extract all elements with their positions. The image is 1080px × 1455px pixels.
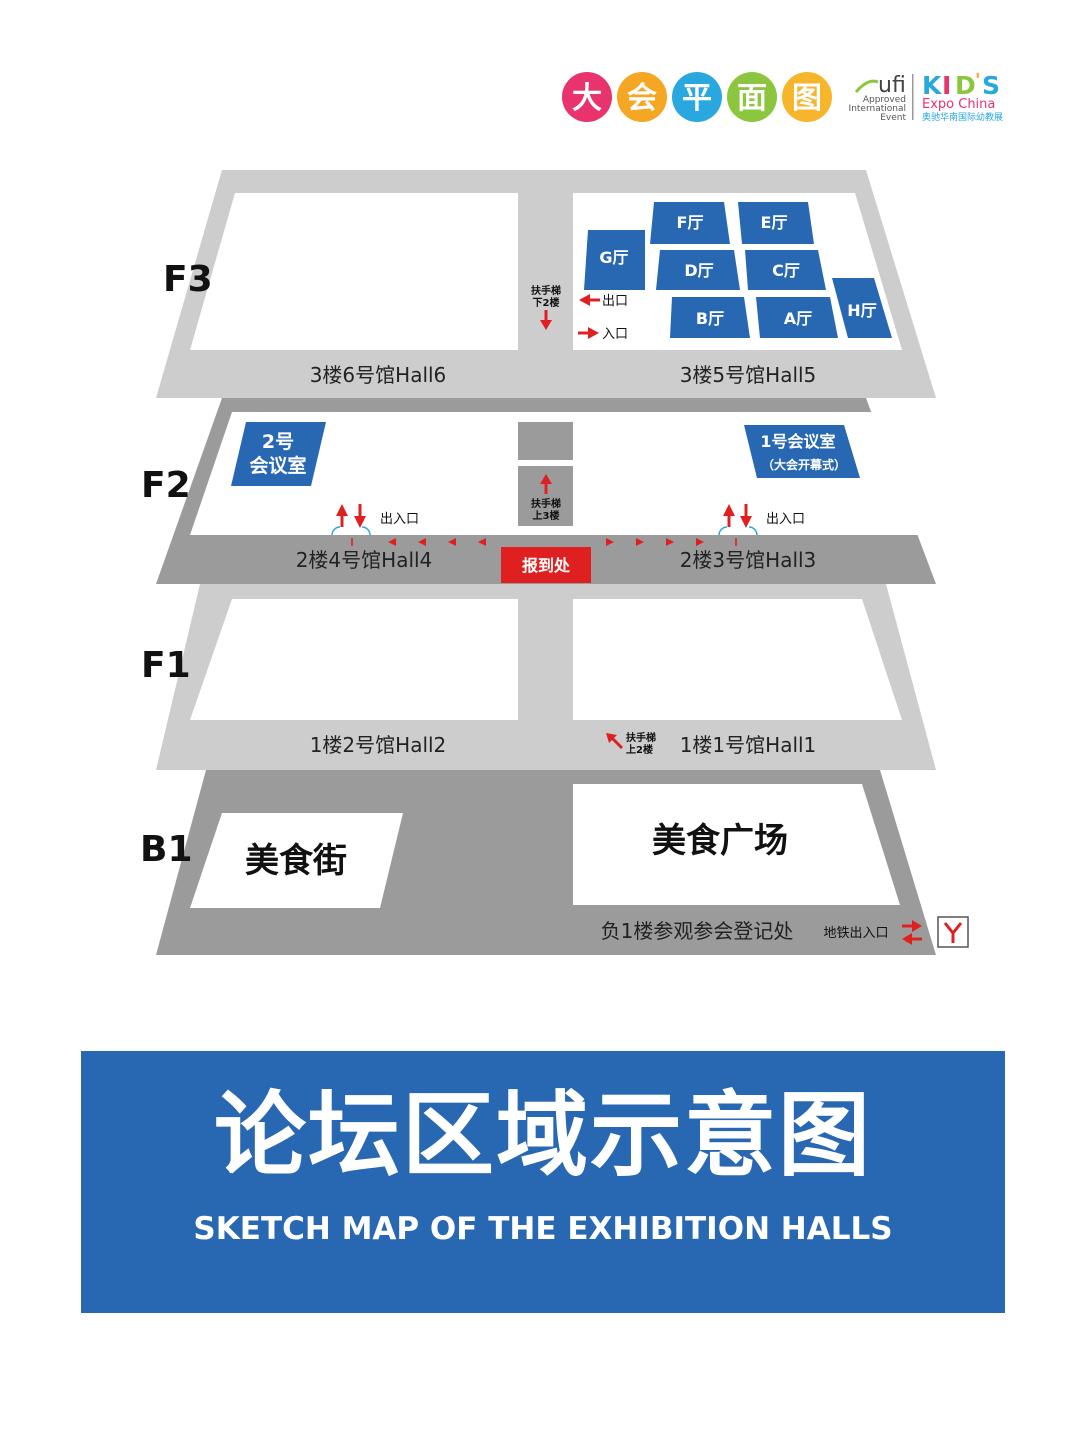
ufi-mark: ufi: [878, 73, 906, 98]
ufi-logo: ufi Approved International Event: [849, 73, 914, 123]
f1-escalator-up-icon: [606, 733, 624, 750]
ufi-swoosh-icon: [854, 79, 879, 93]
ufi-line-2: International: [849, 104, 906, 114]
banner-title: 论坛区域示意图: [213, 1082, 872, 1189]
f3-escalator-down-icon: [540, 310, 552, 330]
f3-room-b: [670, 297, 750, 338]
f2-room1-line-1: 1号会议室: [760, 432, 835, 451]
kids-letter-i: I: [942, 71, 951, 100]
title-char-3: 平: [682, 81, 712, 116]
title-circle-3: [672, 72, 722, 122]
f3-hall6-area: [190, 193, 518, 350]
f2-void-upper: [518, 422, 573, 460]
f1-hall1-area: [573, 599, 902, 720]
f3-room-b-label: B厅: [696, 309, 724, 328]
b1-food-court-area: [573, 784, 900, 905]
title-circle-2: [617, 72, 667, 122]
floor-map: 大 会 平 面 图 ufi Approved International Eve…: [140, 70, 1003, 955]
f3-hall5-label: 3楼5号馆Hall5: [680, 363, 817, 387]
b1-floor-label: B1: [140, 829, 193, 870]
b1-food-street-area: [190, 813, 403, 908]
f3-room-g-label: G厅: [599, 248, 628, 267]
kids-letter-s: S: [982, 71, 1000, 100]
kids-letter-d: D: [955, 71, 976, 100]
f2-hall3-label: 2楼3号馆Hall3: [680, 548, 817, 572]
kids-apostrophe: ': [975, 70, 981, 91]
f3-room-g: [584, 230, 645, 290]
f1-hall2-area: [190, 599, 518, 720]
logo-divider: [912, 74, 914, 120]
f2-room2-line-1: 2号: [262, 431, 294, 453]
f3-room-a: [756, 297, 838, 338]
floor-b1: B1 美食街 美食广场 负1楼参观参会登记处 地铁出入口: [140, 770, 969, 955]
metro-logo-icon: [937, 916, 969, 948]
f1-hall2-label: 1楼2号馆Hall2: [310, 733, 447, 757]
title-circle-4: [727, 72, 777, 122]
f2-entry-left-label: 出入口: [380, 512, 419, 527]
f3-room-c-label: C厅: [772, 261, 800, 280]
ufi-line-1: Approved: [863, 95, 906, 105]
f2-registration-desk: [501, 547, 591, 583]
floor-f3: F3 3楼6号馆Hall6 3楼5号馆Hall5 扶手梯 下2楼 出口 入口 F…: [156, 170, 936, 398]
f3-room-f: [650, 202, 730, 244]
kids-expo-line: Expo China: [922, 97, 995, 112]
f2-floor-label: F2: [141, 465, 191, 506]
f3-floor-label: F3: [163, 259, 213, 300]
f3-hall6-label: 3楼6号馆Hall6: [310, 363, 447, 387]
f1-floor-label: F1: [141, 645, 191, 686]
title-char-5: 图: [792, 81, 822, 116]
f2-entry-right-arrows-icon: [718, 504, 758, 536]
b1-metro-label: 地铁出入口: [823, 926, 888, 941]
map-title: 大 会 平 面 图: [562, 72, 832, 122]
title-char-4: 面: [737, 81, 767, 116]
f3-room-d: [656, 250, 740, 290]
title-circle-1: [562, 72, 612, 122]
f1-hall1-label: 1楼1号馆Hall1: [680, 733, 817, 757]
floor-f1: F1 1楼2号馆Hall2 1楼1号馆Hall1 扶手梯 上2楼: [141, 584, 936, 770]
f3-escalator-line-1: 扶手梯: [531, 284, 561, 297]
forum-banner: 论坛区域示意图 SKETCH MAP OF THE EXHIBITION HAL…: [81, 1051, 1005, 1313]
f3-exit-arrow-icon: [579, 294, 600, 306]
b1-food-street-label: 美食街: [245, 841, 347, 881]
f2-entry-right-label: 出入口: [766, 512, 805, 527]
b1-metro-arrows-icon: [902, 920, 922, 945]
f2-meeting-room-2: [231, 422, 326, 486]
kids-letter-k: K: [922, 71, 943, 100]
floor-f2: F2 2号 会议室 1号会议室 （大会开幕式） 扶手梯 上3楼 出入口: [141, 398, 936, 584]
f2-registration-label: 报到处: [522, 556, 571, 575]
ufi-line-3: Event: [880, 113, 906, 123]
f3-room-e: [738, 202, 814, 244]
b1-food-court-label: 美食广场: [652, 821, 788, 861]
f2-hall4-label: 2楼4号馆Hall4: [296, 548, 433, 572]
kids-expo-logo: K I D ' S Expo China 奥驰华南国际幼教展: [922, 70, 1003, 123]
title-char-2: 会: [627, 81, 657, 116]
f3-room-h: [832, 278, 892, 338]
f3-escalator-line-2: 下2楼: [533, 296, 560, 309]
f3-room-h-label: H厅: [847, 301, 876, 320]
kids-sub-line: 奥驰华南国际幼教展: [922, 111, 1003, 123]
f2-escalator-line-1: 扶手梯: [531, 497, 561, 510]
f3-room-f-label: F厅: [677, 213, 704, 232]
title-circle-5: [782, 72, 832, 122]
b1-registration-label: 负1楼参观参会登记处: [601, 919, 794, 943]
f3-room-e-label: E厅: [761, 213, 788, 232]
f3-room-d-label: D厅: [684, 261, 713, 280]
f2-escalator-up-icon: [540, 474, 552, 494]
f3-entrance-arrow-icon: [578, 327, 599, 339]
f2-entry-left-arrows-icon: [331, 504, 371, 536]
f3-exit-label: 出口: [602, 294, 628, 309]
f2-room2-line-2: 会议室: [249, 454, 306, 477]
title-char-1: 大: [572, 81, 602, 116]
f1-escalator-line-2: 上2楼: [626, 743, 653, 756]
f3-room-a-label: A厅: [784, 309, 812, 328]
f2-escalator-line-2: 上3楼: [533, 509, 560, 522]
f1-escalator-line-1: 扶手梯: [626, 731, 656, 744]
f2-meeting-room-1: [744, 425, 860, 478]
f3-entrance-label: 入口: [602, 327, 628, 342]
f2-room1-line-2: （大会开幕式）: [762, 457, 846, 472]
banner-subtitle: SKETCH MAP OF THE EXHIBITION HALLS: [193, 1211, 893, 1247]
f2-corridor-arrows-icon: [351, 538, 737, 546]
f3-room-c: [745, 250, 826, 290]
